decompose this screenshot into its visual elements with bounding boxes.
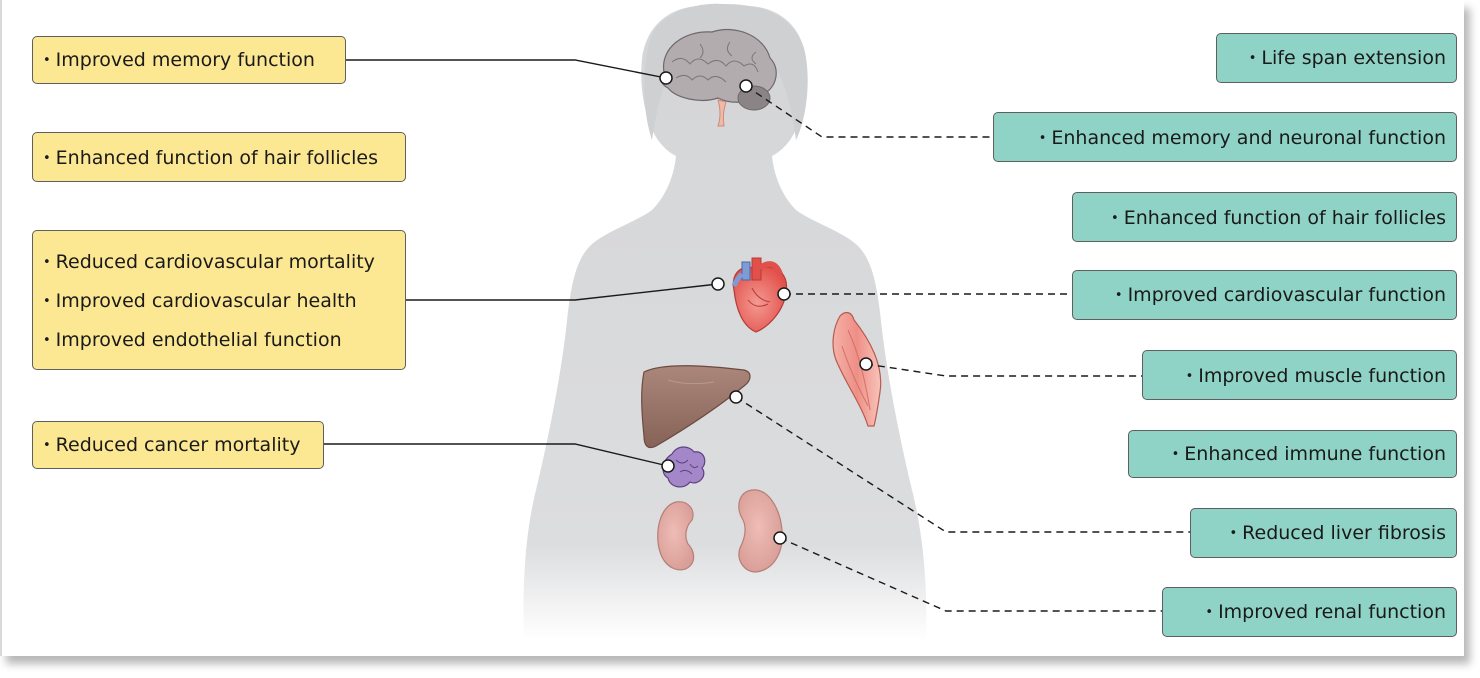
connector-memory — [346, 59, 667, 79]
label-text: Improved endothelial function — [43, 329, 395, 352]
kidney-left-icon — [657, 501, 695, 571]
connector-cardio — [406, 283, 719, 301]
anchor-brain-left — [659, 71, 673, 85]
right-connectors — [735, 85, 1190, 612]
label-neuronal-function: Enhanced memory and neuronal function — [993, 112, 1457, 162]
anchor-muscle — [859, 357, 873, 371]
label-text: Improved renal function — [1173, 601, 1446, 624]
label-hair-follicles-right: Enhanced function of hair follicles — [1072, 192, 1457, 242]
label-immune-function: Enhanced immune function — [1128, 430, 1457, 478]
label-renal-function: Improved renal function — [1162, 587, 1457, 637]
label-improved-memory: Improved memory function — [32, 36, 346, 84]
label-cardiovascular-group: Reduced cardiovascular mortality Improve… — [32, 230, 406, 370]
connector-muscle — [865, 363, 1142, 377]
label-text: Enhanced function of hair follicles — [1083, 207, 1446, 230]
label-muscle-function: Improved muscle function — [1142, 350, 1457, 400]
label-cancer-mortality: Reduced cancer mortality — [32, 421, 324, 469]
anchor-heart-right — [777, 287, 791, 301]
left-connectors — [324, 59, 719, 467]
connector-neuronal — [745, 85, 993, 138]
connector-cancer — [324, 443, 669, 467]
anchor-dots — [659, 71, 873, 545]
label-text: Improved cardiovascular function — [1083, 284, 1446, 307]
label-hair-follicles-left: Enhanced function of hair follicles — [32, 132, 406, 182]
heart-icon — [731, 257, 788, 333]
label-text: Enhanced function of hair follicles — [43, 147, 395, 170]
anchor-brain-right — [739, 79, 753, 93]
anchor-kidney — [773, 531, 787, 545]
label-text: Reduced cardiovascular mortality — [43, 251, 395, 274]
anchor-lymph — [661, 459, 675, 473]
label-text: Improved muscle function — [1153, 365, 1446, 388]
label-text: Enhanced immune function — [1139, 443, 1446, 466]
label-text: Reduced cancer mortality — [43, 434, 313, 457]
label-text: Enhanced memory and neuronal function — [1004, 127, 1446, 150]
lymph-node-icon — [662, 446, 706, 488]
label-text: Reduced liver fibrosis — [1201, 522, 1446, 545]
kidney-right-icon — [738, 489, 783, 573]
connector-liver — [735, 396, 1190, 533]
connector-renal — [779, 537, 1162, 612]
label-text: Improved cardiovascular health — [43, 290, 395, 313]
anchor-heart-left — [711, 277, 725, 291]
label-liver-fibrosis: Reduced liver fibrosis — [1190, 508, 1457, 558]
liver-icon — [641, 365, 751, 449]
label-life-span: Life span extension — [1216, 33, 1457, 83]
anchor-liver — [729, 390, 743, 404]
label-text: Improved memory function — [43, 49, 335, 72]
label-cardiovascular-function: Improved cardiovascular function — [1072, 270, 1457, 320]
label-text: Life span extension — [1227, 47, 1446, 70]
